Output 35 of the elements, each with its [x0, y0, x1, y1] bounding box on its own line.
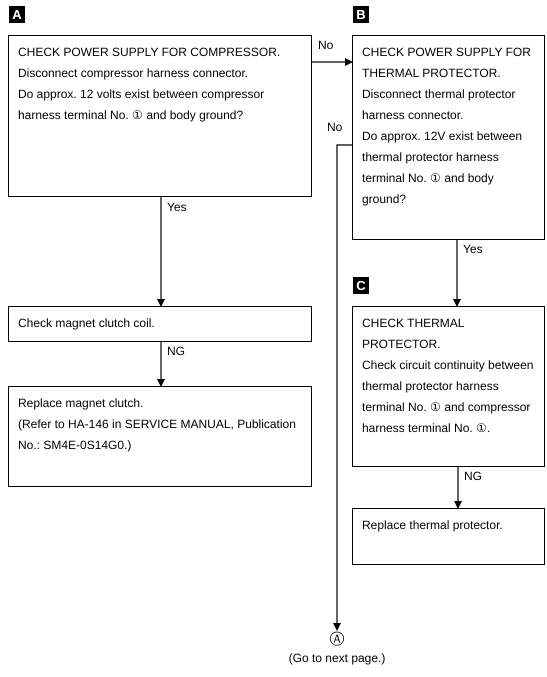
step-heading: Replace magnet clutch.: [18, 395, 144, 412]
step-text: Check magnet clutch coil.: [18, 315, 156, 332]
note-text: (Go to next page.): [288, 650, 386, 666]
connector-symbol: Ⓐ: [327, 630, 347, 650]
arrow: [157, 342, 165, 387]
arrow: [157, 197, 165, 307]
step-letter-badge: A: [9, 6, 25, 23]
step-letter-badge: C: [353, 277, 369, 294]
edge-label: NG: [166, 344, 186, 358]
arrow: [453, 240, 461, 307]
process-box: [352, 35, 545, 240]
edge-label: No: [326, 120, 344, 134]
process-box: [8, 306, 312, 342]
process-box: [352, 508, 545, 565]
step-text: Disconnect compressor harness connector.: [18, 65, 250, 82]
edge-label: No: [317, 38, 334, 52]
step-text: Check circuit continuity between thermal protector harness terminal No. ① and compressor harness terminal No. ①.: [362, 357, 534, 437]
process-box: [352, 306, 545, 467]
step-text: (Refer to HA-146 in SERVICE MANUAL, Publication No.: SM4E-0S14G0.): [18, 416, 297, 454]
step-heading: CHECK POWER SUPPLY FOR THERMAL PROTECTOR.: [362, 44, 532, 82]
step-heading: CHECK THERMAL PROTECTOR.: [362, 315, 466, 353]
edge-label: Yes: [462, 242, 484, 256]
edge-label: Yes: [166, 200, 188, 214]
arrow: [312, 58, 353, 66]
arrow: [454, 467, 462, 509]
process-box: [8, 386, 312, 487]
step-text: Do approx. 12V exist between thermal protector harness terminal No. ① and body ground?: [362, 128, 524, 208]
step-letter-badge: B: [353, 6, 369, 23]
step-text: Disconnect thermal protector harness connector.: [362, 86, 516, 124]
arrow: [333, 144, 352, 631]
step-text: Do approx. 12 volts exist between compressor harness terminal No. ① and body ground?: [18, 86, 266, 124]
step-heading: CHECK POWER SUPPLY FOR COMPRESSOR.: [18, 44, 282, 61]
process-box: [8, 35, 312, 197]
step-text: Replace thermal protector.: [362, 517, 504, 534]
edge-label: NG: [463, 469, 483, 483]
